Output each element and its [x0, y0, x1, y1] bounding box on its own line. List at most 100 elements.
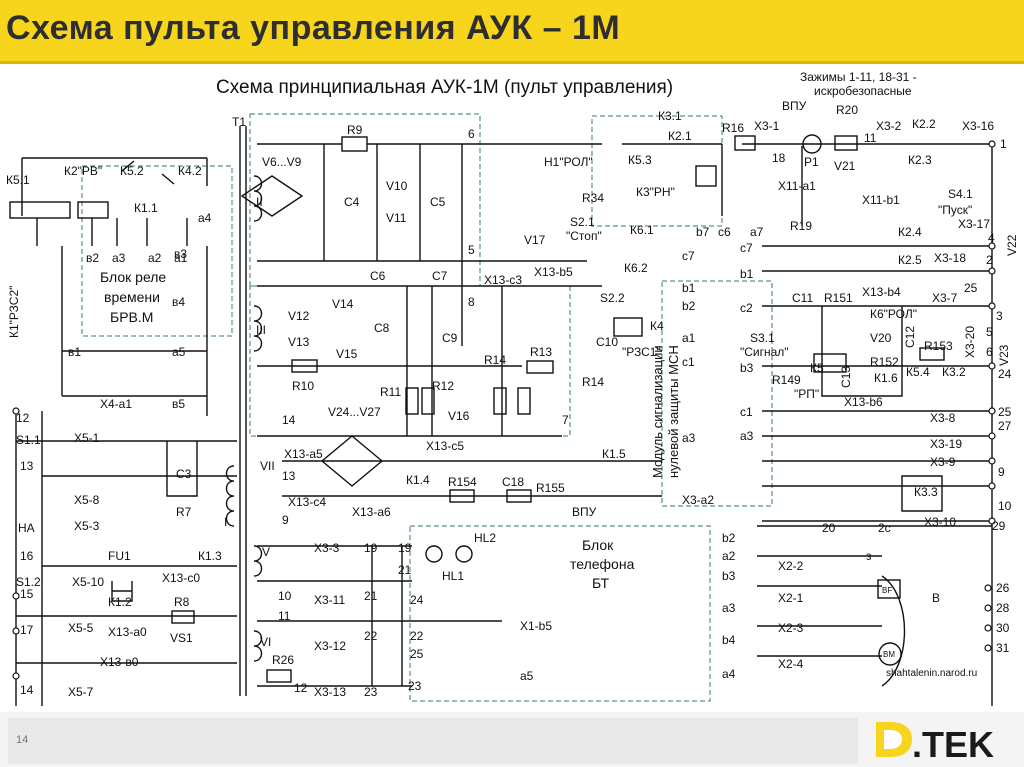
label-x11b1: Х11-b1 — [862, 193, 900, 207]
label-x13c5: Х13-с5 — [426, 439, 464, 453]
label-n19a: 19 — [364, 541, 378, 555]
label-v1a: в1 — [68, 345, 81, 359]
label-n16: 16 — [20, 549, 34, 563]
label-v4a: в4 — [172, 295, 185, 309]
component-labels: К5.1 К2"РВ" К5.2 К4.2 К1.1 а4 К1"РЗС2" в… — [6, 99, 1019, 699]
label-x24: Х2-4 — [778, 657, 804, 671]
label-n25a: 25 — [964, 281, 978, 295]
label-x319: Х3-19 — [930, 437, 962, 451]
brv-label-1: Блок реле — [100, 269, 166, 285]
label-v22: V22 — [1005, 234, 1019, 256]
label-v13: V13 — [288, 335, 310, 349]
label-n13: 13 — [20, 459, 34, 473]
label-c3: С3 — [176, 467, 192, 481]
label-t1: Т1 — [232, 115, 246, 129]
label-a2a: а2 — [148, 251, 162, 265]
label-a1a: а1 — [174, 251, 188, 265]
label-b4r: b4 — [722, 633, 736, 647]
block-power-frame — [249, 113, 481, 287]
block-vpu-frame — [591, 115, 723, 227]
phone-label-3: БТ — [592, 575, 610, 591]
label-x13c4: Х13-с4 — [288, 495, 326, 509]
label-k24: К2.4 — [898, 225, 922, 239]
label-n25b: 25 — [998, 405, 1012, 419]
brv-label-2: времени — [104, 289, 160, 305]
label-s12: S1.2 — [16, 575, 41, 589]
label-a3a: а3 — [112, 251, 126, 265]
label-k53: К5.3 — [628, 153, 652, 167]
label-a4r: а4 — [722, 667, 736, 681]
label-n15: 15 — [20, 587, 34, 601]
label-x3a2: Х3-а2 — [682, 493, 714, 507]
label-n8: 8 — [468, 295, 475, 309]
phone-label-2: телефона — [570, 556, 635, 572]
label-x13b6: Х13-b6 — [844, 395, 883, 409]
label-a5a: а5 — [172, 345, 186, 359]
label-n31: 31 — [996, 641, 1010, 655]
label-p1: Р1 — [804, 155, 819, 169]
logo-mark — [876, 722, 912, 757]
label-x13b4: Х13-b4 — [862, 285, 901, 299]
label-k21: К2.1 — [668, 129, 692, 143]
label-n11b: 11 — [278, 609, 291, 623]
label-x53: Х5-3 — [74, 519, 100, 533]
label-n11: 11 — [864, 131, 877, 145]
block-phone-frame — [409, 525, 711, 702]
label-v17: V17 — [524, 233, 546, 247]
label-n12b: 12 — [294, 681, 308, 695]
label-iii: III — [256, 323, 266, 337]
label-v24v27: V24...V27 — [328, 405, 381, 419]
label-r149: R149 — [772, 373, 801, 387]
label-n1: 1 — [1000, 137, 1007, 151]
label-n22a: 22 — [364, 629, 378, 643]
label-v12: V12 — [288, 309, 310, 323]
label-r12: R12 — [432, 379, 454, 393]
label-k23: К2.3 — [908, 153, 932, 167]
label-x51: Х5-1 — [74, 431, 100, 445]
label-c13: С13 — [839, 366, 853, 388]
title-bar: Схема пульта управления АУК – 1М — [0, 0, 1024, 64]
label-n6: 6 — [468, 127, 475, 141]
label-s21: S2.1 — [570, 215, 595, 229]
label-rp: "РП" — [794, 387, 819, 401]
label-x33: Х3-3 — [314, 541, 340, 555]
label-k51: К5.1 — [6, 173, 30, 187]
label-n3: 3 — [996, 309, 1003, 323]
label-x312: Х3-12 — [314, 639, 346, 653]
label-n21a: 21 — [398, 563, 412, 577]
label-b1m: b1 — [682, 281, 696, 295]
label-c9: С9 — [442, 331, 458, 345]
label-v20: V20 — [870, 331, 892, 345]
label-a4t: а4 — [198, 211, 212, 225]
label-x317: Х3-17 — [958, 217, 990, 231]
label-hl1: HL1 — [442, 569, 464, 583]
label-n10b: 10 — [278, 589, 292, 603]
label-x313: Х3-13 — [314, 685, 346, 699]
label-n9: 9 — [998, 465, 1005, 479]
label-n23a: 23 — [364, 685, 378, 699]
label-n9b: 9 — [282, 513, 289, 527]
label-s41: S4.1 — [948, 187, 973, 201]
label-x57: Х5-7 — [68, 685, 94, 699]
label-v5a: в5 — [172, 397, 185, 411]
block-brv-frame — [81, 165, 233, 337]
label-n18: 18 — [772, 151, 786, 165]
label-ii: II — [256, 195, 263, 209]
label-x22: Х2-2 — [778, 559, 804, 573]
label-x13b5: Х13-b5 — [534, 265, 573, 279]
label-k33: К3.3 — [914, 485, 938, 499]
label-k22: К2.2 — [912, 117, 936, 131]
diagram-heading: Схема принципиальная АУК-1М (пульт управ… — [216, 77, 673, 98]
label-n21b: 21 — [364, 589, 378, 603]
label-bm: BM — [883, 650, 895, 659]
label-signal: "Сигнал" — [740, 345, 789, 359]
label-b2m: b2 — [682, 299, 696, 313]
label-a2r: а2 — [722, 549, 736, 563]
label-x58: Х5-8 — [74, 493, 100, 507]
label-n23b: 23 — [408, 679, 422, 693]
label-k32: К3.2 — [942, 365, 966, 379]
label-x37: Х3-7 — [932, 291, 958, 305]
label-n10: 10 — [998, 499, 1012, 513]
label-c10: С10 — [596, 335, 618, 349]
label-s22: S2.2 — [600, 291, 625, 305]
